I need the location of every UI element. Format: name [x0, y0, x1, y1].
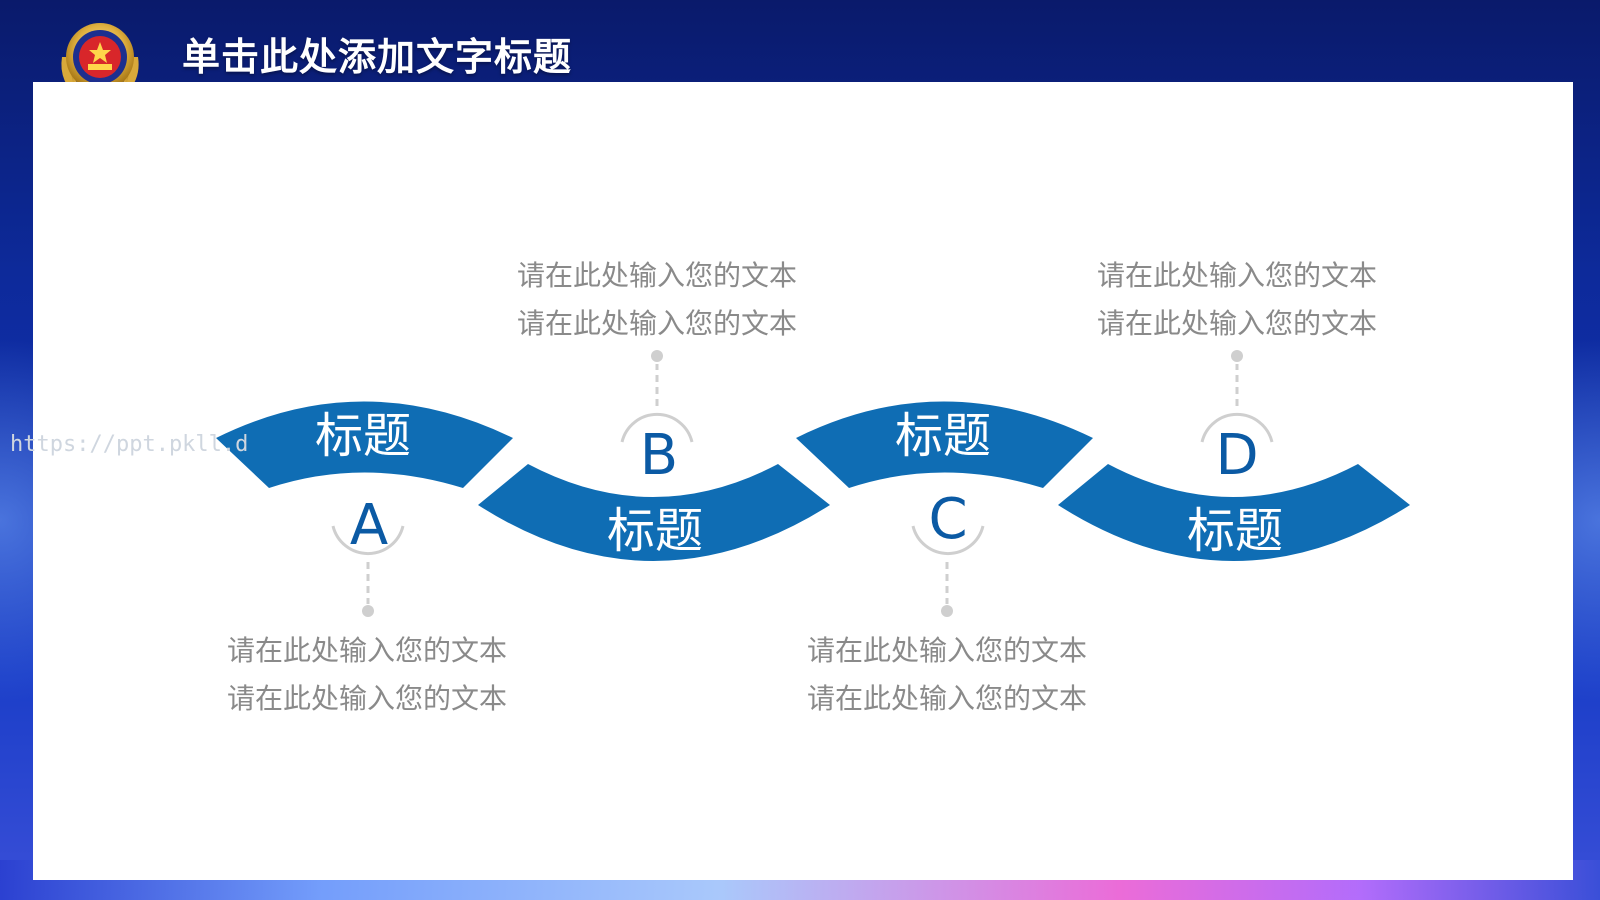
band-label-b: 标题: [607, 503, 703, 559]
content-panel: 标题 标题 标题 标题 A B C D 请在此处输入您的文本 请在此处输入您的文: [33, 82, 1573, 880]
band-label-d: 标题: [1187, 503, 1283, 559]
band-d: [1058, 464, 1410, 561]
band-a: [216, 401, 513, 488]
note-c-line-2: 请在此处输入您的文本: [806, 682, 1087, 715]
letter-c: C: [928, 487, 967, 552]
band-b: [478, 464, 830, 561]
arc-d: [1200, 412, 1274, 443]
note-d: 请在此处输入您的文本 请在此处输入您的文本: [1067, 252, 1407, 348]
dot-d: [1231, 350, 1243, 362]
letter-b: B: [640, 423, 678, 488]
arc-c: [911, 525, 985, 556]
note-d-line-1: 请在此处输入您的文本: [1096, 259, 1377, 292]
arc-b: [620, 412, 694, 443]
note-c-line-1: 请在此处输入您的文本: [806, 634, 1087, 667]
letter-d: D: [1215, 423, 1258, 488]
note-a-line-1: 请在此处输入您的文本: [226, 634, 507, 667]
band-label-c: 标题: [895, 408, 991, 464]
note-b-line-2: 请在此处输入您的文本: [516, 307, 797, 340]
watermark: https://ppt.pkll.d: [10, 432, 249, 457]
note-d-line-2: 请在此处输入您的文本: [1096, 307, 1377, 340]
wave-process-diagram: 标题 标题 标题 标题 A B C D: [216, 350, 1410, 617]
note-b-line-1: 请在此处输入您的文本: [516, 259, 797, 292]
note-b: 请在此处输入您的文本 请在此处输入您的文本: [487, 252, 827, 348]
note-a: 请在此处输入您的文本 请在此处输入您的文本: [197, 627, 537, 723]
band-label-a: 标题: [315, 408, 411, 464]
dot-a: [362, 605, 374, 617]
dot-b: [651, 350, 663, 362]
note-a-line-2: 请在此处输入您的文本: [226, 682, 507, 715]
dot-c: [941, 605, 953, 617]
arc-a: [331, 525, 405, 556]
band-c: [796, 401, 1093, 488]
note-c: 请在此处输入您的文本 请在此处输入您的文本: [777, 627, 1117, 723]
slide-title: 单击此处添加文字标题: [182, 35, 573, 79]
letter-a: A: [350, 493, 388, 558]
